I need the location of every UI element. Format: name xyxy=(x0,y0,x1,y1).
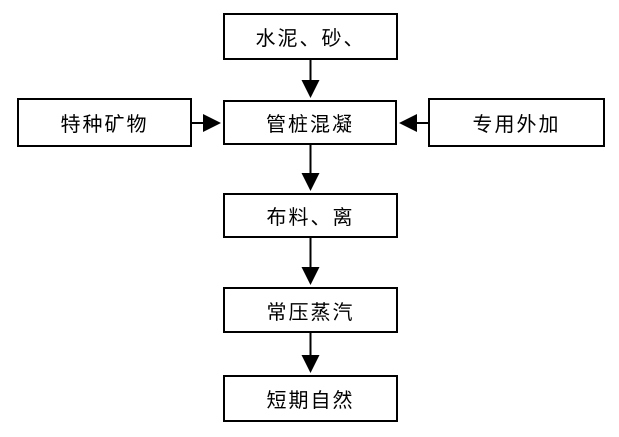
flow-box-special-admixture-label: 专用外加 xyxy=(472,112,561,136)
flow-box-special-admixture: 专用外加 xyxy=(428,98,605,147)
flow-box-natural-curing: 短期自然 xyxy=(223,375,398,422)
flow-box-materials: 水泥、砂、 xyxy=(223,13,398,60)
flow-box-distributing: 布料、离 xyxy=(223,193,398,238)
flow-box-pipe-pile-concrete-label: 管桩混凝 xyxy=(266,112,354,136)
flow-box-materials-label: 水泥、砂、 xyxy=(255,26,366,50)
flow-box-pipe-pile-concrete: 管桩混凝 xyxy=(223,100,397,145)
flow-box-special-minerals: 特种矿物 xyxy=(17,98,192,147)
flow-box-steam-curing-label: 常压蒸汽 xyxy=(266,299,355,324)
flow-box-special-minerals-label: 特种矿物 xyxy=(60,112,149,136)
flow-box-steam-curing: 常压蒸汽 xyxy=(223,287,398,333)
flow-box-natural-curing-label: 短期自然 xyxy=(266,388,355,412)
flow-box-distributing-label: 布料、离 xyxy=(266,205,355,229)
